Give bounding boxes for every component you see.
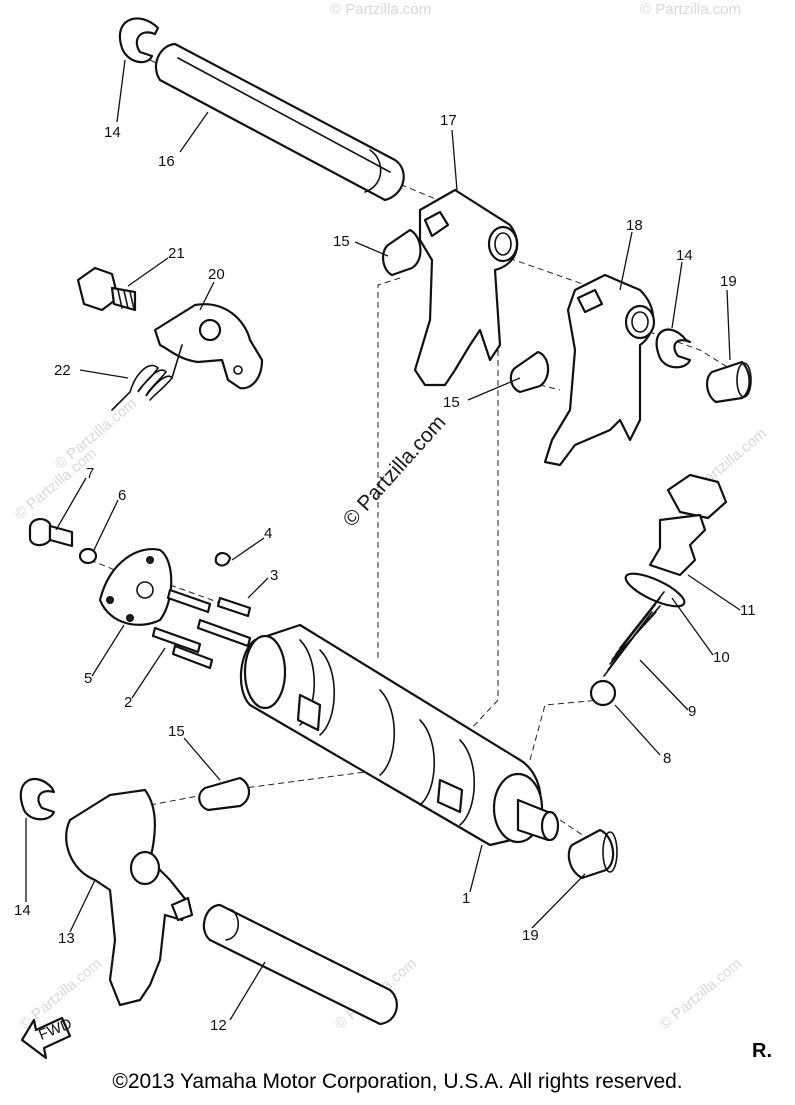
- part-number-label: 4: [264, 525, 272, 542]
- plug-11: [648, 473, 728, 577]
- part-number-label: 17: [440, 112, 457, 129]
- stopper-lever-20: [153, 303, 264, 390]
- shift-fork-shaft-12: [202, 903, 398, 1026]
- part-number-label: 14: [14, 902, 31, 919]
- clip-4: [214, 552, 232, 567]
- shift-fork-shaft-16: [154, 42, 405, 202]
- spring-9: [603, 591, 665, 677]
- part-number-label: 2: [124, 694, 132, 711]
- shift-fork-18: [543, 273, 656, 467]
- guide-pin-15-top: [382, 228, 422, 277]
- part-number-label: 22: [54, 362, 71, 379]
- part-number-label: 15: [168, 723, 185, 740]
- part-number-label: 14: [104, 124, 121, 141]
- screw-7: [28, 518, 74, 548]
- pins-3: [166, 588, 252, 618]
- part-number-label: 21: [168, 245, 185, 262]
- part-number-label: 13: [58, 930, 75, 947]
- gasket-10: [624, 572, 686, 608]
- part-number-label: 10: [713, 649, 730, 666]
- part-number-label: 9: [688, 703, 696, 720]
- part-number-label: 19: [522, 927, 539, 944]
- part-number-label: 15: [333, 233, 350, 250]
- part-number-label: 11: [740, 602, 756, 619]
- circlip-14-top: [118, 17, 160, 64]
- watermark-faint: © Partzilla.com: [657, 955, 745, 1033]
- circlip-14-middle: [655, 328, 692, 369]
- shift-drum-1: [239, 623, 560, 847]
- bearing-19-bottom: [567, 828, 618, 880]
- part-number-label: 3: [270, 567, 278, 584]
- watermark-main: © Partzilla.com: [339, 411, 451, 532]
- part-number-label: 19: [720, 273, 737, 290]
- part-number-label: 5: [84, 670, 92, 687]
- watermark-faint: © Partzilla.com: [330, 1, 431, 18]
- spring-22: [111, 344, 183, 411]
- part-number-label: 8: [663, 750, 671, 767]
- bearing-19-top: [706, 360, 752, 404]
- part-number-label: 12: [210, 1017, 227, 1034]
- part-number-label: 16: [158, 153, 175, 170]
- segment-plate-5: [98, 548, 173, 626]
- pins-2: [151, 618, 252, 670]
- part-number-label: 6: [118, 487, 126, 504]
- part-number-label: 15: [443, 394, 460, 411]
- circlip-14-bottom: [19, 778, 56, 821]
- shift-fork-13: [65, 788, 194, 1007]
- copyright-notice: ©2013 Yamaha Motor Corporation, U.S.A. A…: [112, 1070, 683, 1093]
- washer-6: [78, 547, 98, 565]
- part-number-label: 1: [462, 890, 470, 907]
- part-number-label: 14: [676, 247, 693, 264]
- part-numbers: 14 16 17 15 21 20 22 18 14 19 15 7 6 4 3…: [14, 112, 756, 1034]
- shift-fork-17: [413, 188, 519, 387]
- bolt-21: [76, 266, 137, 312]
- corner-label: R.: [752, 1040, 772, 1062]
- part-number-label: 7: [86, 465, 94, 482]
- part-number-label: 18: [626, 217, 643, 234]
- leader-lines: [25, 59, 741, 1021]
- watermark-faint: © Partzilla.com: [640, 1, 741, 18]
- guide-pin-15-bottom: [198, 776, 251, 812]
- ball-8: [589, 679, 617, 707]
- guide-pin-15-middle: [509, 350, 550, 394]
- part-number-label: 20: [208, 266, 225, 283]
